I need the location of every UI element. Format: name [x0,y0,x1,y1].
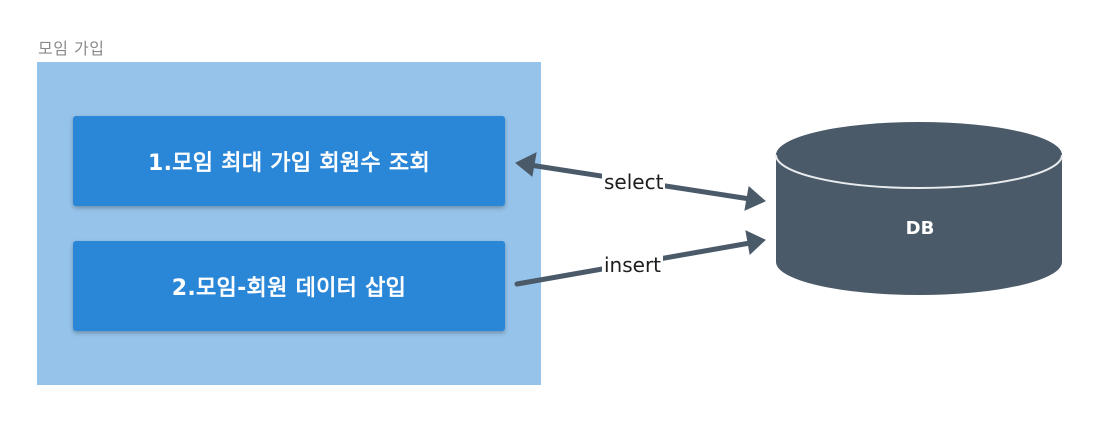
insert-arrowhead-right [745,230,766,255]
step-2-box: 2.모임-회원 데이터 삽입 [73,241,505,331]
group-container [37,62,541,385]
step-2-label: 2.모임-회원 데이터 삽입 [171,276,407,301]
step-1-box: 1.모임 최대 가입 회원수 조회 [73,116,505,206]
group-title: 모임 가입 [38,39,105,58]
select-label: select [602,170,666,194]
database-icon [775,122,1063,295]
select-arrowhead-left [515,152,537,177]
database-label: DB [905,218,935,239]
select-arrowhead-right [744,186,766,211]
insert-label: insert [602,253,664,277]
step-1-label: 1.모임 최대 가입 회원수 조회 [147,151,431,176]
